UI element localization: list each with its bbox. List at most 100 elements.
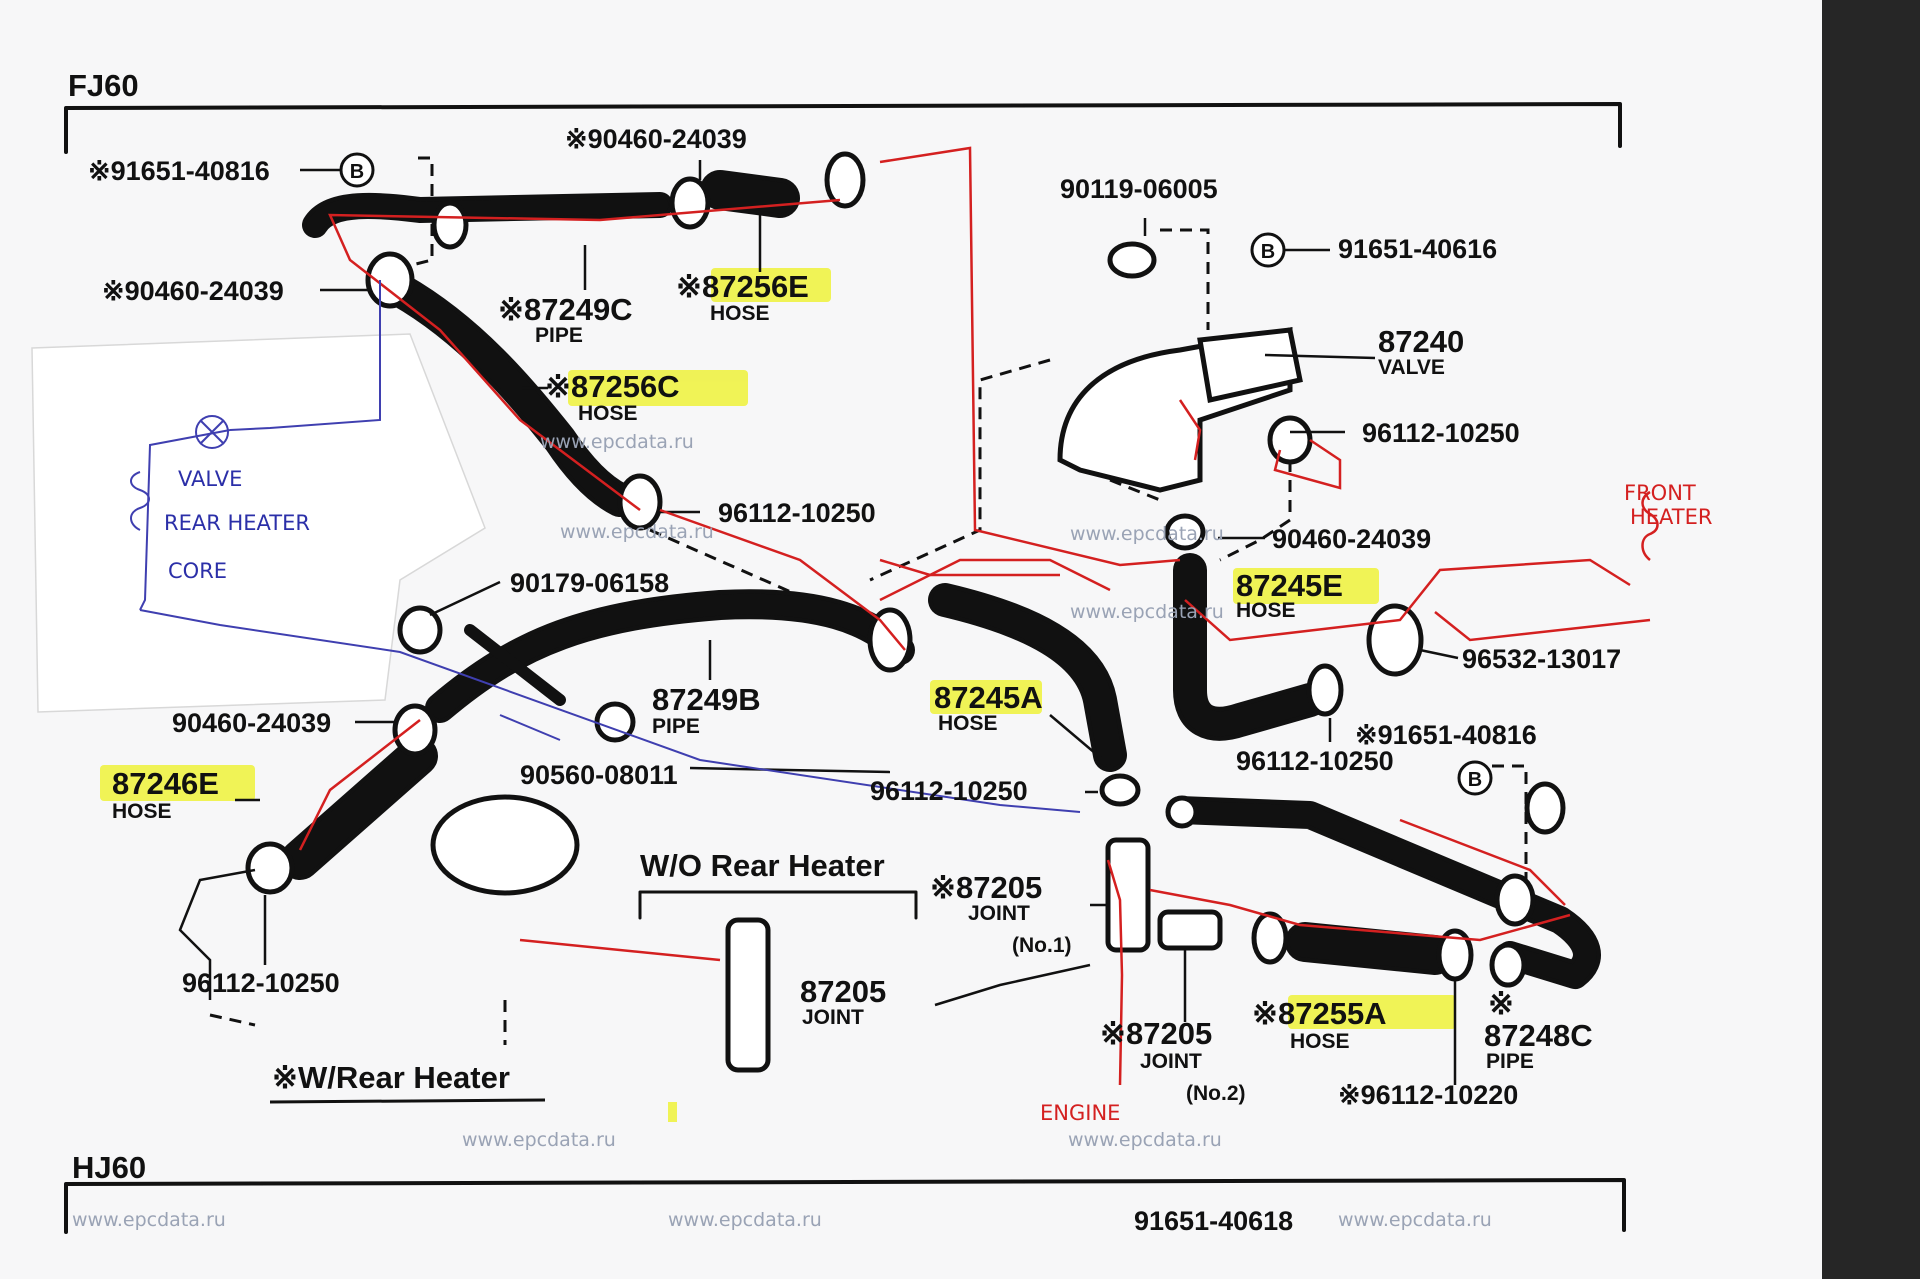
label-96112-10250-lower-left: 96112-10250	[182, 968, 340, 998]
highlights	[100, 268, 1456, 1122]
pipes	[280, 170, 1601, 989]
frame-lines	[64, 102, 1626, 1234]
note-valve: VALVE	[178, 467, 242, 491]
label-87205-joint: JOINT	[802, 1006, 864, 1029]
label-87245a: 87245A	[934, 680, 1043, 715]
svg-text:www.epcdata.ru: www.epcdata.ru	[1070, 601, 1224, 623]
label-96112-10250-right: 96112-10250	[1236, 746, 1394, 776]
dashed-guides	[209, 156, 1528, 1045]
label-87249b-pipe: PIPE	[652, 715, 700, 738]
highlight-87256e	[711, 268, 831, 302]
svg-text:www.epcdata.ru: www.epcdata.ru	[1068, 1129, 1222, 1151]
svg-text:www.epcdata.ru: www.epcdata.ru	[72, 1209, 226, 1231]
taped-note	[31, 333, 486, 713]
label-87205-no2: ※87205	[1100, 1016, 1212, 1051]
joint-87205-body	[725, 917, 771, 1073]
front-heater-coil	[1641, 490, 1659, 561]
svg-text:www.epcdata.ru: www.epcdata.ru	[1338, 1209, 1492, 1231]
label-96112-10220: ※96112-10220	[1338, 1080, 1518, 1110]
note-engine: ENGINE	[1040, 1101, 1120, 1125]
rear-heater-coil	[130, 471, 150, 531]
label-87240: 87240	[1378, 324, 1464, 359]
b-mark-top-left: B	[350, 161, 364, 183]
label-96112-10250-valve: 96112-10250	[1362, 418, 1520, 448]
label-96112-10250-joint: 96112-10250	[870, 776, 1028, 806]
label-87256e: ※87256E	[676, 269, 809, 304]
label-90119-06005: 90119-06005	[1060, 174, 1218, 204]
highlight-87245e	[1233, 568, 1379, 604]
svg-text:www.epcdata.ru: www.epcdata.ru	[462, 1129, 616, 1151]
label-91651-40816-right: ※91651-40816	[1355, 720, 1537, 750]
label-87205-no2-joint: JOINT	[1140, 1050, 1202, 1073]
label-wo-rear-heater: W/O Rear Heater	[640, 848, 885, 883]
label-91651-40618: 91651-40618	[1134, 1206, 1293, 1236]
label-87245a-hose: HOSE	[938, 712, 998, 735]
svg-text:www.epcdata.ru: www.epcdata.ru	[540, 431, 694, 453]
label-87248c-pipe: PIPE	[1486, 1050, 1534, 1073]
part-labels: FJ60 HJ60 ※91651-40816 ※90460-24039 ※904…	[68, 68, 1621, 1236]
label-90460-24039-left: ※90460-24039	[102, 276, 284, 306]
svg-text:www.epcdata.ru: www.epcdata.ru	[668, 1209, 822, 1231]
label-90460-24039-right: 90460-24039	[1272, 524, 1431, 554]
clamp-90460-top	[669, 176, 711, 230]
label-87205: 87205	[800, 974, 886, 1009]
handwritten-notes: VALVE REAR HEATER CORE FRONT HEATER ENGI…	[164, 467, 1712, 1125]
section-fj60: FJ60	[68, 68, 139, 103]
joint-87205-no2-body	[1157, 909, 1223, 951]
valve-symbol	[195, 415, 229, 449]
note-heater: HEATER	[1630, 505, 1712, 529]
label-87255a-hose: HOSE	[1290, 1030, 1350, 1053]
label-87205-no1: ※87205	[930, 870, 1042, 905]
note-rear-heater: REAR HEATER	[164, 511, 310, 535]
svg-text:www.epcdata.ru: www.epcdata.ru	[1070, 523, 1224, 545]
label-87245e: 87245E	[1236, 568, 1343, 603]
red-flow-lines	[298, 146, 1659, 1086]
label-90460-24039-lower: 90460-24039	[172, 708, 331, 738]
highlight-87256c	[568, 370, 748, 406]
section-hj60: HJ60	[72, 1150, 146, 1185]
joint-87205-no1-body	[1105, 837, 1151, 953]
label-87248c-mark: ※	[1488, 986, 1514, 1021]
label-87248c: 87248C	[1484, 1018, 1593, 1053]
label-90460-24039-top: ※90460-24039	[565, 124, 747, 154]
label-87249b: 87249B	[652, 682, 761, 717]
blue-flow-lines	[130, 280, 1081, 813]
b-marks: B B B	[339, 152, 1493, 796]
label-87205-no2-tag: (No.2)	[1186, 1082, 1246, 1105]
label-87246e-hose: HOSE	[112, 800, 172, 823]
fitting-90179	[397, 605, 443, 655]
label-87205-no1-joint: JOINT	[968, 902, 1030, 925]
label-87256c: ※87256C	[545, 369, 680, 404]
label-87249c: ※87249C	[498, 292, 633, 327]
label-87246e: 87246E	[112, 766, 219, 801]
label-96112-10250-mid: 96112-10250	[718, 498, 876, 528]
b-mark-valve: B	[1261, 241, 1275, 263]
label-87255a: ※87255A	[1252, 996, 1387, 1031]
label-87205-no1-tag: (No.1)	[1012, 934, 1072, 957]
label-87256c-hose: HOSE	[578, 402, 638, 425]
w-rear-heater-underline	[269, 1098, 546, 1104]
clamp-hose-end	[824, 151, 866, 209]
background-surface	[1822, 0, 1920, 1279]
highlight-mark	[668, 1102, 677, 1122]
wo-rear-heater-bracket	[638, 890, 918, 920]
b-mark-right: B	[1468, 769, 1482, 791]
clamp-96112-mid	[617, 473, 663, 531]
label-91651-40616: 91651-40616	[1338, 234, 1497, 264]
highlight-87245a	[930, 680, 1042, 714]
label-90560-08011: 90560-08011	[520, 760, 678, 790]
highlight-87255a	[1288, 995, 1456, 1029]
label-w-rear-heater: ※W/Rear Heater	[272, 1060, 510, 1095]
label-87256e-hose: HOSE	[710, 302, 770, 325]
hj60-bracket	[64, 1178, 1626, 1234]
fj60-bracket	[64, 102, 1622, 154]
clamp-96112-lower-left	[245, 841, 295, 895]
label-96532-13017: 96532-13017	[1462, 644, 1621, 674]
label-87245e-hose: HOSE	[1236, 599, 1296, 622]
watermarks: www.epcdata.ru www.epcdata.ru www.epcdat…	[72, 431, 1492, 1231]
label-90179-06158: 90179-06158	[510, 568, 669, 598]
note-core: CORE	[168, 559, 227, 583]
note-front: FRONT	[1624, 481, 1696, 505]
label-87240-valve: VALVE	[1378, 356, 1445, 379]
